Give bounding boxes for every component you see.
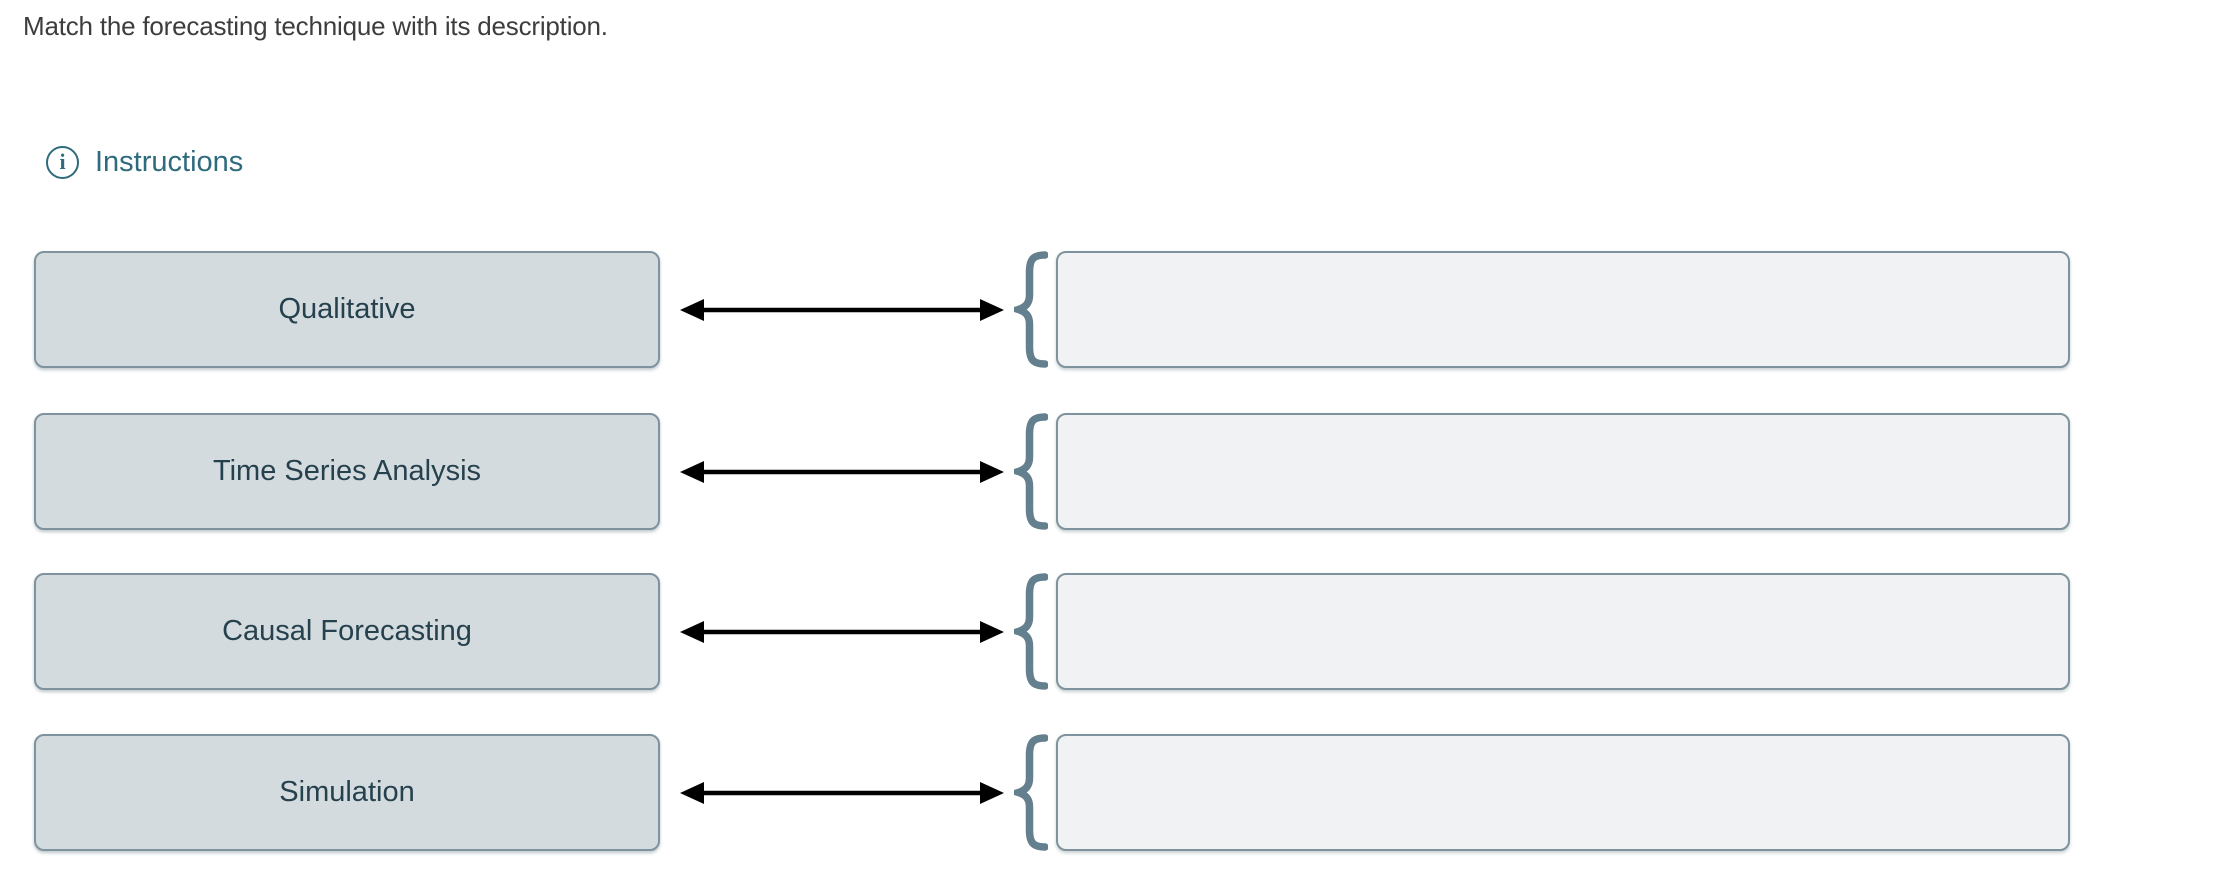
left-brace-icon <box>1014 573 1048 690</box>
description-dropzone[interactable] <box>1056 573 2070 690</box>
term-label: Simulation <box>279 776 415 808</box>
match-row: Causal Forecasting <box>0 573 2236 690</box>
match-row: Qualitative <box>0 251 2236 368</box>
term-label: Qualitative <box>278 293 416 325</box>
left-brace-icon <box>1014 251 1048 368</box>
instructions-label: Instructions <box>95 146 244 178</box>
question-title: Match the forecasting technique with its… <box>23 11 608 41</box>
left-brace-icon <box>1014 734 1048 851</box>
match-row: Simulation <box>0 734 2236 851</box>
double-arrow-icon <box>680 621 1004 643</box>
description-dropzone[interactable] <box>1056 413 2070 530</box>
description-dropzone[interactable] <box>1056 734 2070 851</box>
term-box-qualitative[interactable]: Qualitative <box>34 251 660 368</box>
double-arrow-icon <box>680 782 1004 804</box>
match-row: Time Series Analysis <box>0 413 2236 530</box>
double-arrow-icon <box>680 299 1004 321</box>
left-brace-icon <box>1014 413 1048 530</box>
term-box-causal-forecasting[interactable]: Causal Forecasting <box>34 573 660 690</box>
description-dropzone[interactable] <box>1056 251 2070 368</box>
term-label: Causal Forecasting <box>222 615 472 647</box>
term-label: Time Series Analysis <box>212 455 482 487</box>
double-arrow-icon <box>680 461 1004 483</box>
term-box-simulation[interactable]: Simulation <box>34 734 660 851</box>
instructions-link[interactable]: i Instructions <box>46 146 243 179</box>
info-icon: i <box>46 146 79 179</box>
term-box-time-series-analysis[interactable]: Time Series Analysis <box>34 413 660 530</box>
info-icon-glyph: i <box>59 148 66 174</box>
